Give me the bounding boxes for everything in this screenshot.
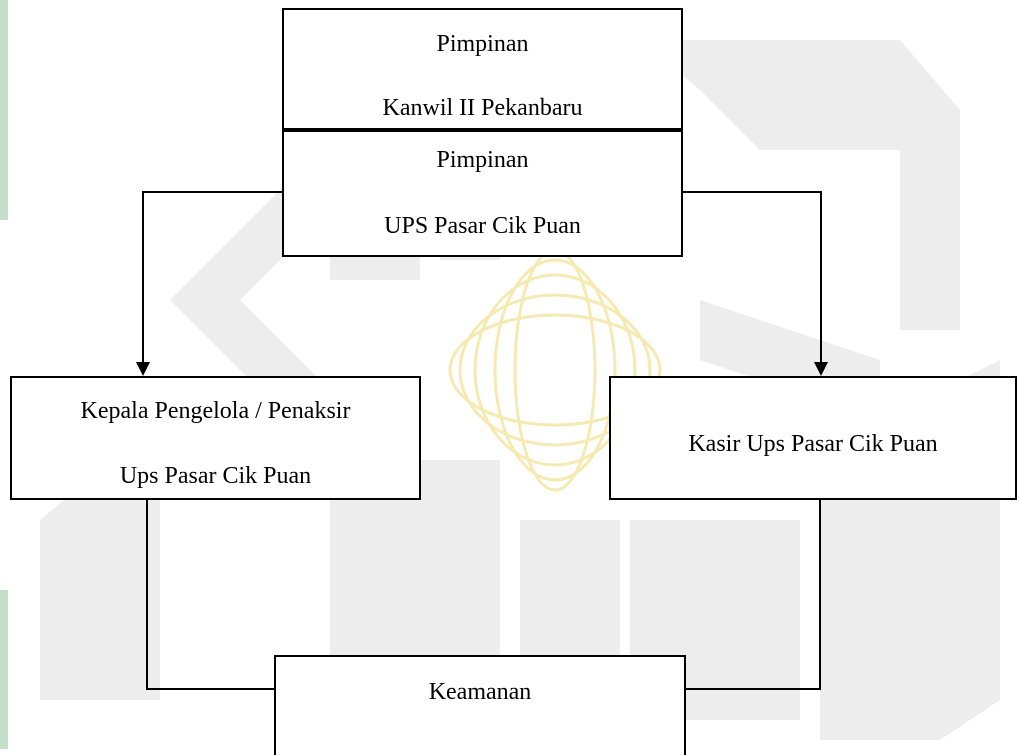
ups-line1: Pimpinan — [436, 147, 529, 173]
box-pimpinan-kanwil: Pimpinan Kanwil II Pekanbaru — [282, 8, 683, 132]
connector-kasir-keamanan — [684, 500, 821, 690]
arrowhead-kepala — [136, 362, 150, 376]
kanwil-line2: Kanwil II Pekanbaru — [382, 95, 583, 121]
box-kepala-pengelola: Kepala Pengelola / Penaksir Ups Pasar Ci… — [10, 376, 421, 500]
connector-kepala-keamanan — [146, 499, 274, 690]
kepala-line1: Kepala Pengelola / Penaksir — [80, 398, 351, 424]
gold-emblem-watermark — [448, 248, 662, 492]
kepala-line2: Ups Pasar Cik Puan — [119, 463, 312, 489]
arrowheads — [136, 362, 828, 376]
box-kasir: Kasir Ups Pasar Cik Puan — [609, 376, 1017, 500]
box-pimpinan-ups: Pimpinan UPS Pasar Cik Puan — [282, 128, 683, 257]
kanwil-line1: Pimpinan — [436, 31, 529, 57]
ups-line2: UPS Pasar Cik Puan — [384, 213, 581, 239]
connector-to-kasir — [683, 191, 822, 362]
connector-to-kepala — [142, 191, 282, 362]
left-margin-watermark — [0, 0, 8, 749]
keamanan-line1: Keamanan — [428, 679, 532, 705]
box-keamanan: Keamanan — [274, 655, 686, 755]
connectors — [142, 191, 822, 690]
arrowhead-kasir — [814, 362, 828, 376]
kasir-line1: Kasir Ups Pasar Cik Puan — [688, 431, 938, 457]
